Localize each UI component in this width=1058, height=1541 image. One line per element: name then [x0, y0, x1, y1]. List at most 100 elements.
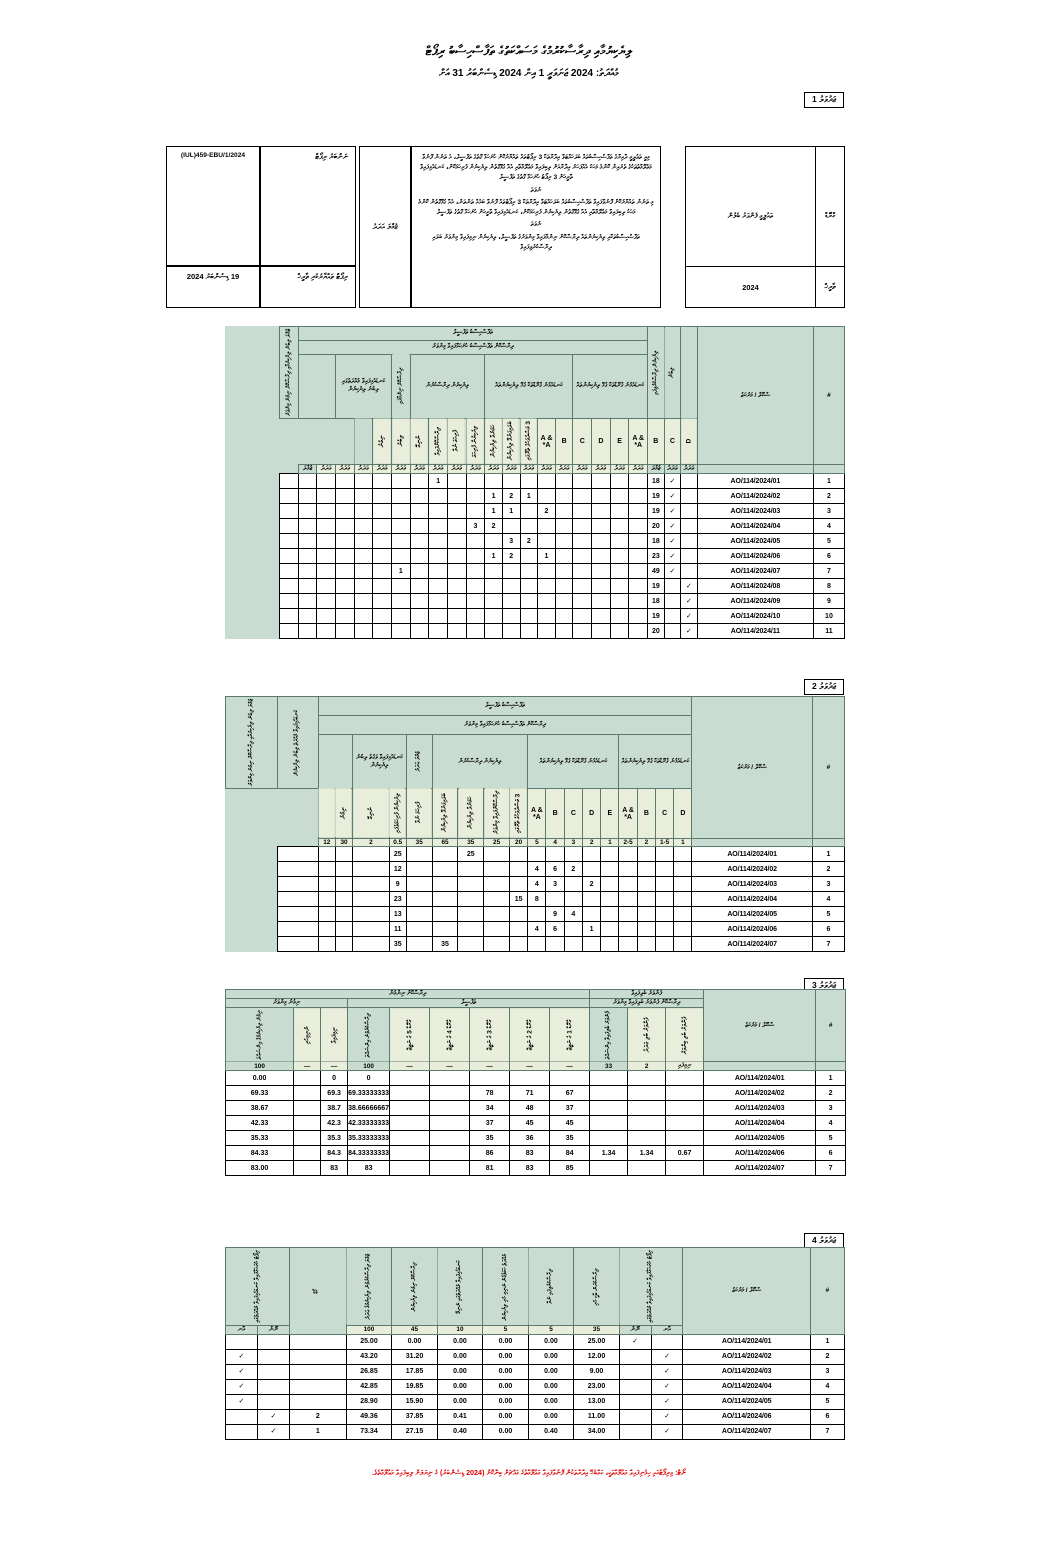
cell-a [276, 846, 319, 863]
cell-value [335, 563, 355, 580]
cell-tick-b: ✓ [663, 503, 682, 520]
cell-quantity: 19 [647, 503, 665, 520]
cell-b [317, 846, 336, 863]
cell-value [554, 578, 574, 595]
row-id: AO/114/2024/07 [703, 1160, 817, 1177]
cell-grade-2: 36 [509, 1130, 551, 1147]
cell-value [431, 906, 459, 923]
cell-value [391, 518, 411, 535]
cell-grade-5 [389, 1145, 431, 1162]
cell-yes: ✓ [256, 1423, 290, 1440]
row-id: AO/114/2024/08 [696, 578, 814, 595]
cell-report-yes [618, 1378, 652, 1395]
t4-hdr-1: ޖުމްލަ ދިރާސާކުރެވުނު ލިޔެކިޔުމުގެ ޢަދަދ… [346, 1247, 392, 1326]
cell-value [353, 503, 374, 520]
table-4: # ސްކޫލް / މަރުކަޒު ރިޕޯޓު ހުށަހަޅާފައިވ… [225, 1247, 846, 1440]
cell-value [628, 548, 649, 565]
t1-sub-10: 3 މަސްދުވަހުގެ ތެރޭގައި [520, 418, 538, 465]
cell-value: 3 [501, 533, 521, 550]
cell-value [335, 548, 355, 565]
cell-value [501, 518, 521, 535]
cell-value [600, 876, 620, 893]
cell-tick-a: ✓ [680, 608, 698, 625]
cell-value [554, 608, 574, 625]
cell-value [618, 861, 638, 878]
cell-v6: 13.00 [573, 1393, 620, 1410]
cell-v2: 0.00 [391, 1333, 438, 1350]
cell-value [446, 578, 467, 595]
cell-value [431, 876, 459, 893]
cell-value [591, 488, 611, 505]
cell-no: ✓ [225, 1393, 258, 1410]
t1-sub-5: ދިރާސާކޮށްފައިވާ [428, 418, 448, 465]
t2-header-value: 4 [545, 838, 565, 848]
cell-value [465, 548, 486, 565]
cell-value: 2 [563, 861, 583, 878]
cell-value: 25 [457, 846, 485, 863]
row-number: 3 [809, 1363, 846, 1380]
cell-grade-2: 45 [509, 1115, 551, 1132]
t1-sub-16: A & *A [628, 417, 649, 466]
cell-tick-a: ✓ [680, 593, 698, 610]
t2-v-num [811, 838, 846, 848]
cell-value [609, 488, 630, 505]
cell-total [279, 503, 299, 520]
cell-value [457, 936, 485, 953]
description-sep-1: ނުވަތަ [530, 186, 542, 194]
cell-tick-b: ✓ [663, 533, 682, 550]
cell-value [572, 563, 593, 580]
cell-v3: 0.41 [436, 1408, 484, 1425]
cell-tick-b: ✓ [663, 548, 682, 565]
cell-value: 1 [484, 548, 503, 565]
cell-value [316, 503, 337, 520]
cell-report-no: ✓ [650, 1348, 684, 1365]
cell-value [409, 593, 430, 610]
cell-v4: 0.00 [482, 1378, 529, 1395]
cell-value [405, 921, 433, 938]
table-1-wrapper: # ސްކޫލް / މަރުކަޒު ލިބުނު ލިޔެކިޔުން ދި… [225, 325, 846, 640]
cell-value [636, 846, 656, 863]
cell-total: 35 [388, 936, 407, 953]
t2-sub-d1: D [581, 787, 602, 840]
cell-value [537, 593, 556, 610]
cell-value: 2 [501, 548, 521, 565]
t1-hdr-a [680, 326, 698, 419]
cell-value [372, 548, 393, 565]
cell-value [353, 578, 374, 595]
date-value-box: 19 ޑިސެންބަރު 2024 [166, 266, 260, 308]
cell-review-1 [589, 1100, 629, 1117]
